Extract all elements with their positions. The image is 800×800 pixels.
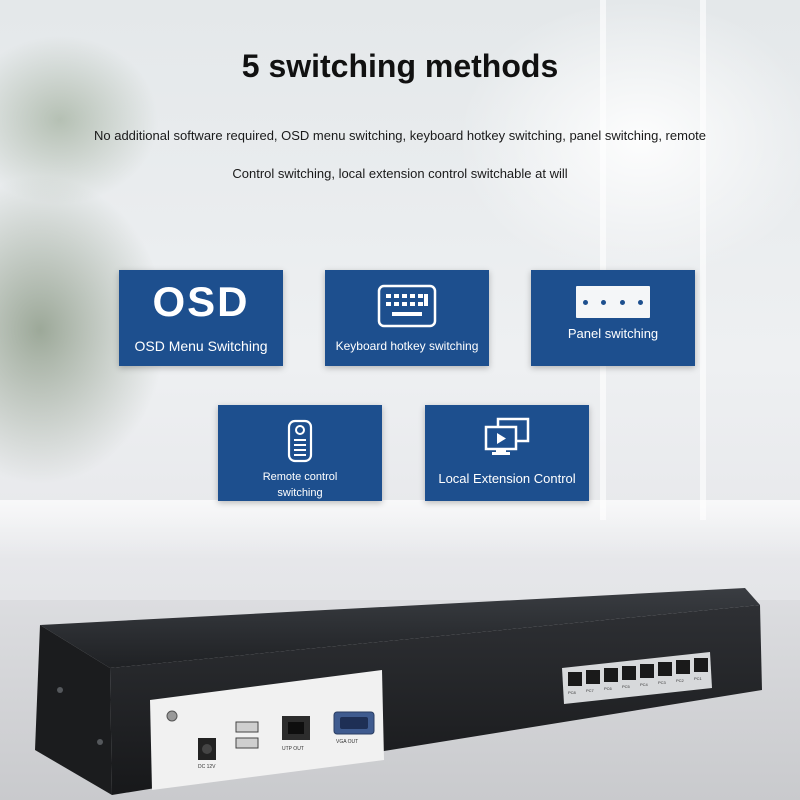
utp-label: UTP OUT [282,746,304,752]
card-panel-switching: Panel switching [531,270,695,366]
rj45-port [622,666,636,680]
page-title: 5 switching methods [241,48,559,84]
rj45-port [604,668,618,682]
rj45-port [658,662,672,676]
rj45-port-label: PC5 [622,684,631,689]
rj45-port [694,658,708,672]
window-sill [0,500,800,560]
remote-control-icon [287,419,313,463]
card-label: Panel switching [567,326,659,341]
card-local-extension-control: Local Extension Control [425,405,589,501]
card-label: Remote control switching [263,469,338,501]
card-label: Local Extension Control [438,471,576,486]
window-frame [600,0,606,520]
power-label: DC 12V [198,764,216,770]
rj45-port-label: PC1 [694,676,703,681]
monitors-icon [484,417,530,455]
rj45-port-label: PC3 [658,680,667,685]
card-osd-menu-switching: OSD OSD Menu Switching [119,270,283,366]
rj45-port-label: PC8 [568,690,577,695]
card-remote-control-switching: Remote control switching [218,405,382,501]
rj45-port-label: PC6 [604,686,613,691]
rj45-port [586,670,600,684]
card-label: Keyboard hotkey switching [335,339,479,353]
rj45-port-label: PC2 [676,678,685,683]
card-keyboard-hotkey-switching: Keyboard hotkey switching [325,270,489,366]
window-frame [700,0,706,520]
rj45-port [676,660,690,674]
card-label-line-1: Remote control [262,471,338,483]
card-label: OSD Menu Switching [134,338,268,354]
rj45-port [640,664,654,678]
rj45-port-label: PC7 [586,688,595,693]
subtitle-line-1: No additional software required, OSD men… [93,128,707,143]
keyboard-icon [377,284,437,328]
rj45-port-label: PC4 [640,682,649,687]
panel-buttons-icon [576,286,650,318]
rj45-port-array: PC8 PC7 PC6 PC5 PC4 PC3 PC2 PC1 [568,658,708,695]
card-label-line-2: switching [277,487,323,499]
subtitle-line-2: Control switching, local extension contr… [232,166,568,181]
vga-label: VGA OUT [336,739,358,745]
rj45-port [568,672,582,686]
osd-icon: OSD [152,278,250,325]
